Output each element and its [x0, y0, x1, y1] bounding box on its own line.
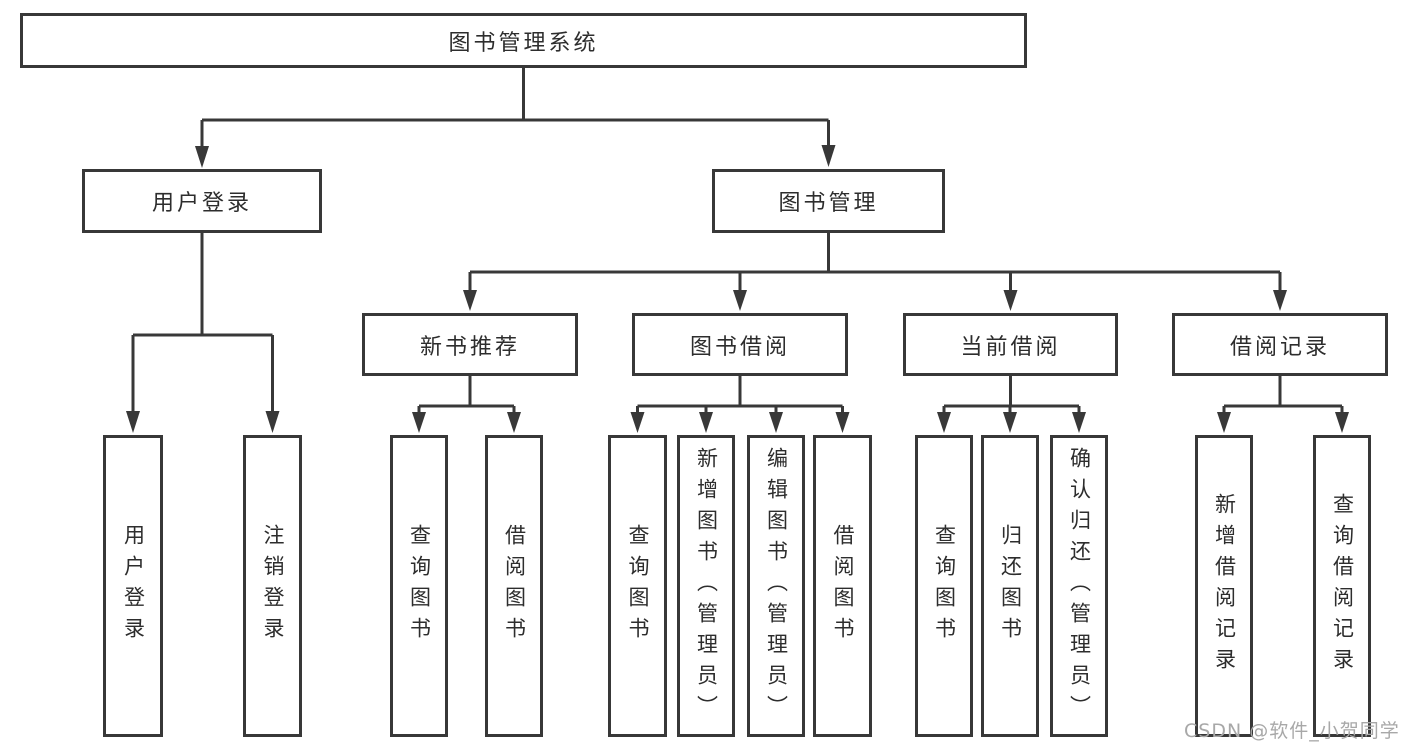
leaf-query-books-recommend: 查询图书	[390, 435, 448, 737]
node-user-login-branch: 用户登录	[82, 169, 322, 233]
leaf-add-book-admin: 新增图书（管理员）	[677, 435, 735, 737]
leaf-user-login: 用户登录	[103, 435, 163, 737]
watermark-text: CSDN @软件_小贺同学	[1184, 720, 1400, 742]
leaf-query-borrow-record: 查询借阅记录	[1313, 435, 1371, 737]
node-root-system: 图书管理系统	[20, 13, 1027, 68]
leaf-borrow-books-recommend: 借阅图书	[485, 435, 543, 737]
leaf-query-books-current: 查询图书	[915, 435, 973, 737]
node-new-book-recommend: 新书推荐	[362, 313, 578, 376]
node-book-borrowing: 图书借阅	[632, 313, 848, 376]
leaf-return-book: 归还图书	[981, 435, 1039, 737]
leaf-query-books-borrowing: 查询图书	[608, 435, 667, 737]
leaf-confirm-return-admin: 确认归还（管理员）	[1050, 435, 1108, 737]
node-borrowing-records: 借阅记录	[1172, 313, 1388, 376]
node-book-management-branch: 图书管理	[712, 169, 945, 233]
leaf-add-borrow-record: 新增借阅记录	[1195, 435, 1253, 737]
leaf-edit-book-admin: 编辑图书（管理员）	[747, 435, 805, 737]
leaf-borrow-books-borrowing: 借阅图书	[813, 435, 872, 737]
leaf-logout: 注销登录	[243, 435, 302, 737]
node-current-borrowing: 当前借阅	[903, 313, 1118, 376]
arrowheads	[126, 145, 1349, 433]
